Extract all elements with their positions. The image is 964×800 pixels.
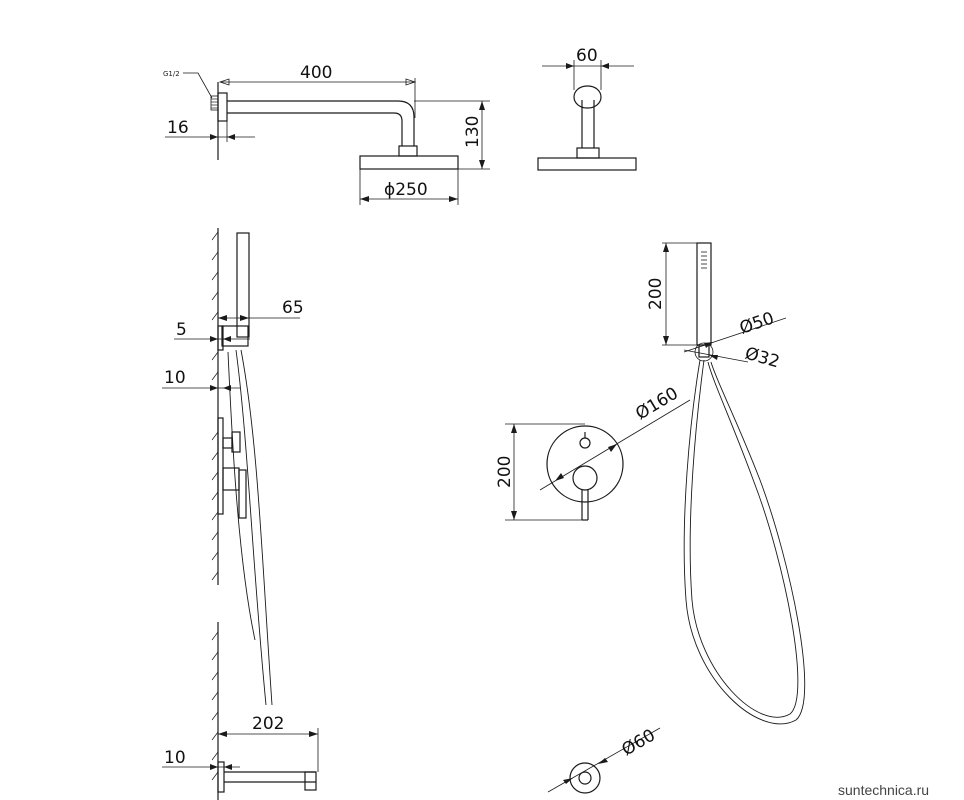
thread-leader — [183, 72, 213, 99]
spout-outlet — [304, 771, 317, 791]
plate-height-label: 200 — [495, 456, 515, 488]
mixer-plate-side — [217, 417, 224, 515]
hose-loop-inner — [689, 359, 799, 718]
diverter-knob-side — [222, 437, 233, 449]
shower-arm-front-view: 60 — [537, 46, 637, 171]
holder-bracket — [221, 325, 249, 347]
connector-circle — [694, 342, 714, 362]
hand-shower-length-label: 200 — [646, 278, 666, 310]
side-width-label: 60 — [576, 46, 598, 66]
diverter-cap-side — [231, 431, 241, 453]
hose-line-a — [235, 349, 267, 706]
spout-side-view: 202 10 — [162, 622, 319, 800]
mixer-plate-front — [546, 425, 624, 503]
spout-flange — [217, 761, 225, 793]
mixer-offset-label: 10 — [164, 368, 186, 388]
spout-offset-label: 10 — [164, 748, 186, 768]
hand-shower-front-view: 200 Ø50 Ø32 — [646, 242, 806, 725]
arm-flange-front — [573, 85, 602, 109]
holder-flange — [217, 325, 224, 351]
wall-section-upper: 65 5 10 — [162, 228, 304, 706]
mixer-front-view: Ø160 200 — [495, 384, 691, 521]
wall-flange — [217, 92, 228, 122]
holder-depth-label: 65 — [282, 298, 304, 318]
hand-shower-side — [236, 232, 250, 338]
handle-diameter-label: Ø32 — [743, 344, 782, 373]
dim-line-50 — [683, 317, 787, 353]
arm-nut — [398, 145, 418, 157]
thread-label: G1/2 — [163, 70, 180, 78]
shower-arm-side-view: G1/2 400 16 130 ϕ250 — [163, 63, 490, 205]
arm-tube-top — [227, 100, 415, 146]
arm-nut-front — [576, 147, 600, 159]
hose-loop-outer — [683, 359, 806, 725]
spout-front-view: Ø60 — [547, 726, 661, 794]
mixer-handle-front — [572, 465, 598, 491]
diverter-knob-front — [579, 437, 591, 449]
head-diameter-small-label: Ø50 — [737, 308, 777, 338]
hand-shower-body — [696, 242, 712, 346]
shower-head-side — [359, 155, 459, 170]
mixer-lever-body — [222, 467, 240, 491]
arm-tube-bottom — [227, 112, 403, 146]
watermark: suntechnica.ru — [838, 782, 929, 798]
head-diameter-label: ϕ250 — [384, 180, 428, 200]
plate-diameter-label: Ø160 — [632, 384, 682, 425]
spout-outlet-front — [578, 771, 592, 785]
arm-length-label: 400 — [300, 63, 332, 83]
holder-offset-label: 5 — [176, 320, 187, 340]
thread-connector — [210, 95, 219, 111]
mixer-lever-side — [238, 469, 247, 519]
shower-head-front — [537, 157, 637, 171]
spout-flange-label: Ø60 — [619, 726, 659, 761]
drop-label: 130 — [463, 116, 483, 148]
hose-line-b — [240, 349, 273, 706]
spout-length-label: 202 — [252, 714, 284, 734]
wall-offset-label: 16 — [167, 118, 189, 138]
spout-flange-front — [569, 762, 601, 794]
